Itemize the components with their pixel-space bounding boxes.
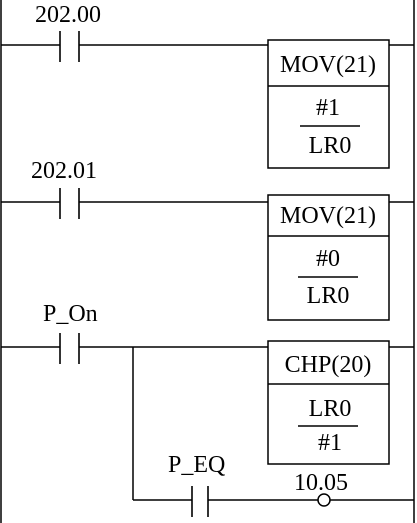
compare-operand-1: LR0 xyxy=(309,396,352,422)
branch-contact-label: P_EQ xyxy=(168,452,225,478)
instruction-name: MOV(21) xyxy=(280,203,376,229)
mov-instruction-block xyxy=(267,194,390,321)
rung-3: P_On CHP(20) LR0 #1 P_EQ 10.05 xyxy=(1,301,414,517)
instruction-name: MOV(21) xyxy=(280,52,376,78)
contact-address-label: P_On xyxy=(43,301,98,327)
chp-instruction-block xyxy=(267,340,390,465)
compare-operand-2: #1 xyxy=(318,430,342,456)
destination-operand: LR0 xyxy=(307,283,350,309)
contact-address-label: 202.01 xyxy=(31,158,97,184)
source-operand: #1 xyxy=(316,95,340,121)
mov-instruction-block xyxy=(267,39,390,169)
instruction-name: CHP(20) xyxy=(285,352,372,378)
output-address-label: 10.05 xyxy=(294,470,348,496)
contact-address-label: 202.00 xyxy=(35,2,101,28)
rung-1: 202.00 MOV(21) #1 LR0 xyxy=(1,2,414,169)
destination-operand: LR0 xyxy=(309,133,352,159)
rung-2: 202.01 MOV(21) #0 LR0 xyxy=(1,158,414,321)
source-operand: #0 xyxy=(316,246,340,272)
